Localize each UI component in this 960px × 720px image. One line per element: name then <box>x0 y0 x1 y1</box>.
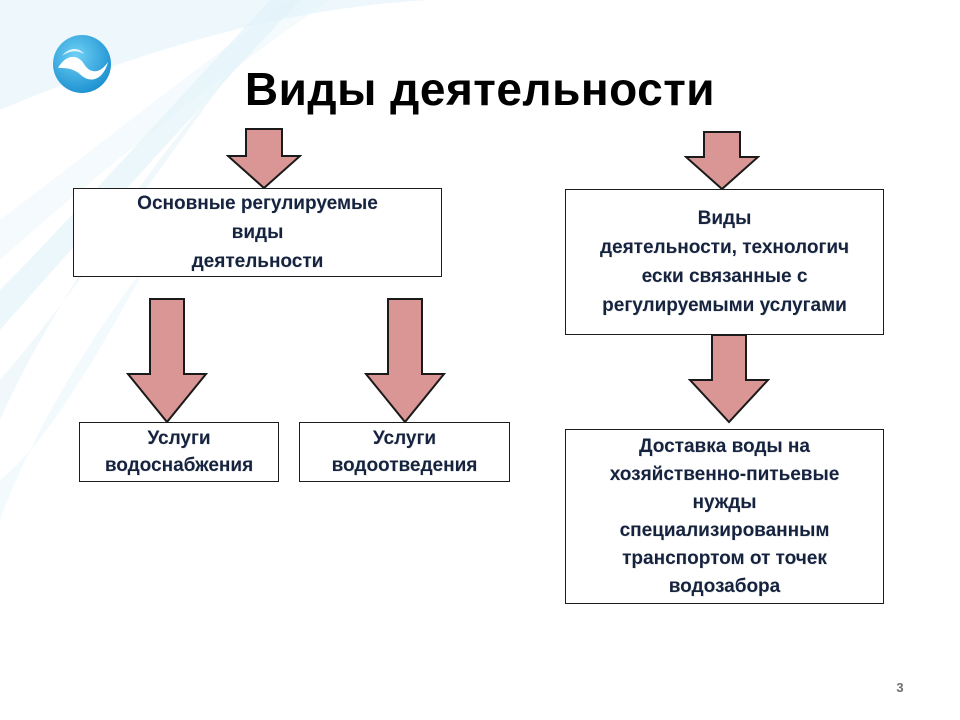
down-arrow-icon <box>226 128 302 190</box>
slide-number: 3 <box>896 680 904 695</box>
water-delivery-text: Доставка воды на хозяйственно-питьевые н… <box>609 435 840 597</box>
main-regulated-activities-text: Основные регулируемые виды деятельности <box>137 193 378 272</box>
water-supply-text: Услуги водоснабжения <box>104 428 254 476</box>
water-disposal-text: Услуги водоотведения <box>331 428 478 476</box>
down-arrow-icon <box>688 334 770 424</box>
down-arrow-icon <box>364 298 446 424</box>
down-arrow-icon <box>684 131 760 191</box>
related-activities-text: Виды деятельности, технологич ески связа… <box>599 208 850 316</box>
water-wave-logo-icon <box>53 35 111 93</box>
main-regulated-activities-box: Основные регулируемые виды деятельности <box>73 188 442 277</box>
water-supply-box: Услуги водоснабжения <box>79 422 279 482</box>
down-arrow-icon <box>126 298 208 424</box>
related-activities-box: Виды деятельности, технологич ески связа… <box>565 189 884 335</box>
water-disposal-box: Услуги водоотведения <box>299 422 510 482</box>
water-delivery-box: Доставка воды на хозяйственно-питьевые н… <box>565 429 884 604</box>
slide-title: Виды деятельности <box>244 63 716 115</box>
